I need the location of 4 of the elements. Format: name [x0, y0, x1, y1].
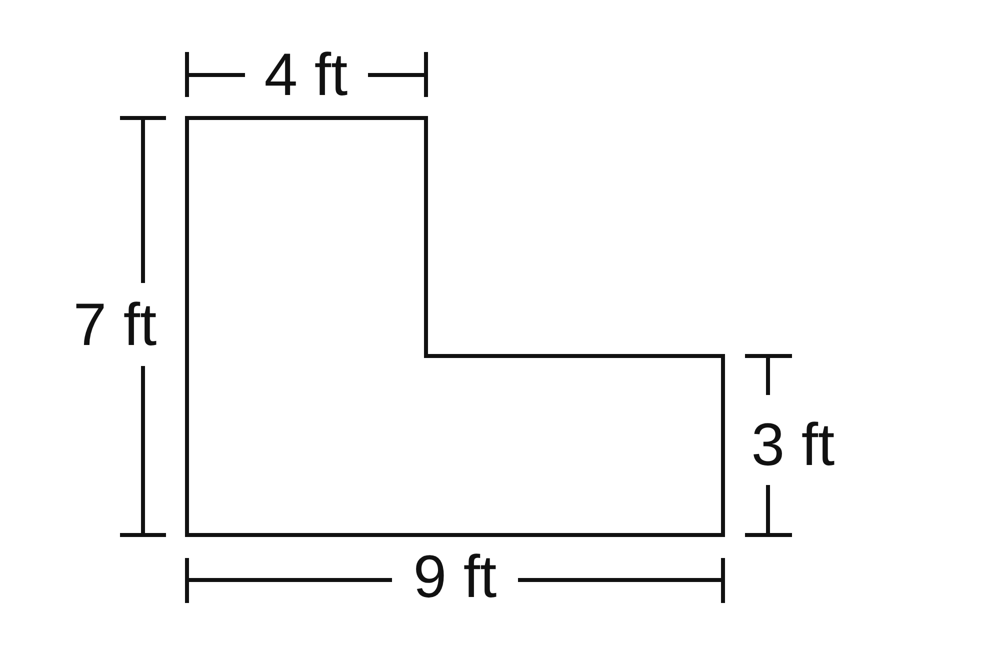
dimension-label: 4 ft [264, 45, 348, 105]
dimension-label: 9 ft [413, 547, 497, 607]
dimension-label: 7 ft [73, 295, 157, 355]
dimension-label: 3 ft [751, 415, 835, 475]
